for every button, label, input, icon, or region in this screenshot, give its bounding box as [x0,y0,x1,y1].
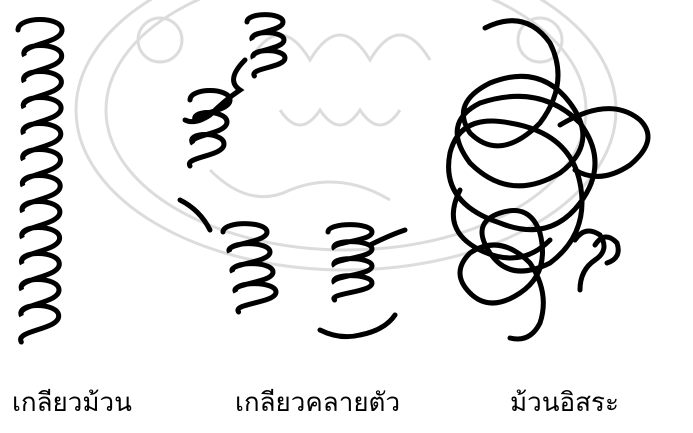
caption-unwinding-helix: เกลียวคลายตัว [235,390,400,416]
coiled-helix-drawing [18,20,62,343]
unwinding-helix-drawing [180,15,405,337]
caption-coiled-helix: เกลียวม้วน [12,390,132,416]
random-coil-drawing [449,21,648,339]
caption-random-coil: ม้วนอิสระ [510,390,619,416]
